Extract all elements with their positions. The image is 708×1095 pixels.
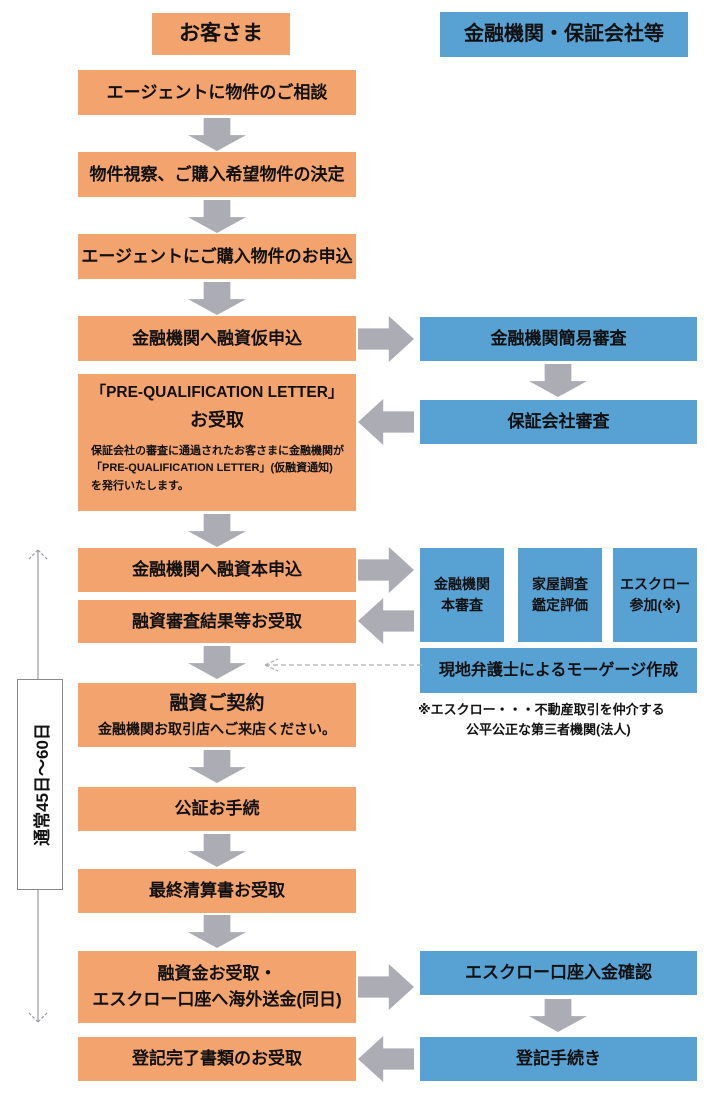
down-arrow-icon xyxy=(529,364,587,397)
escrow-footnote: ※エスクロー・・・不動産取引を仲介する 公平公正な第三者機関(法人) xyxy=(418,700,665,739)
right-arrow-icon xyxy=(358,316,414,362)
prequal-desc-line3: を発行いたします。 xyxy=(91,480,189,493)
registration-procedure-box: 登記手続き xyxy=(420,1037,697,1081)
step-label-line2: 参加(※) xyxy=(629,597,681,613)
down-arrow-icon xyxy=(188,118,246,151)
step-label-line1: 金融機関 xyxy=(434,576,490,592)
footnote-line2: 公平公正な第三者機関(法人) xyxy=(466,721,631,737)
full-screening-box: 金融機関 本審査 xyxy=(420,548,504,642)
step-label: 物件視察、ご購入希望物件の決定 xyxy=(89,164,345,184)
right-arrow-icon xyxy=(358,964,414,1010)
down-arrow-icon xyxy=(188,915,246,948)
step-agent-consult-box: エージェントに物件のご相談 xyxy=(78,70,356,115)
step-formal-loan-application-box: 金融機関へ融資本申込 xyxy=(78,548,356,592)
step-label-line2: 鑑定評価 xyxy=(532,597,588,613)
institution-column-header: 金融機関・保証会社等 xyxy=(440,12,688,57)
prequal-title-line2: お受取 xyxy=(190,410,244,431)
step-notarization-box: 公証お手続 xyxy=(78,787,356,831)
footnote-line1: ※エスクロー・・・不動産取引を仲介する xyxy=(418,702,665,717)
down-arrow-icon xyxy=(529,999,587,1032)
left-arrow-icon xyxy=(358,1036,414,1082)
contract-title: 融資ご契約 xyxy=(169,692,265,714)
step-screening-result-box: 融資審査結果等お受取 xyxy=(78,600,356,643)
step-purchase-application-box: エージェントにご購入物件のお申込 xyxy=(78,234,356,279)
prequal-description: 保証会社の審査に通過されたお客さまに金融機関が 「PRE-QUALIFICATI… xyxy=(91,443,344,496)
step-label-line1: 家屋調査 xyxy=(532,576,588,592)
step-label: 登記手続き xyxy=(516,1049,601,1069)
step-label: 公証お手続 xyxy=(174,799,260,819)
step-registration-documents-box: 登記完了書類のお受取 xyxy=(78,1037,356,1081)
step-label: 保証会社審査 xyxy=(507,412,610,432)
step-label: 登記完了書類のお受取 xyxy=(132,1049,302,1069)
step-label: エージェントに物件のご相談 xyxy=(106,82,328,102)
simple-screening-box: 金融機関簡易審査 xyxy=(420,317,697,361)
step-label-line2: 本審査 xyxy=(441,597,483,613)
step-label-line1: エスクロー xyxy=(620,576,690,592)
customer-column-header: お客さま xyxy=(152,13,290,55)
down-arrow-icon xyxy=(188,750,246,783)
mortgage-creation-box: 現地弁護士によるモーゲージ作成 xyxy=(420,648,697,693)
step-loan-contract-box: 融資ご契約 金融機関お取引店へご来店ください。 xyxy=(78,683,356,747)
contract-subtext: 金融機関お取引店へご来店ください。 xyxy=(98,720,336,737)
duration-label: 通常45日〜60日 xyxy=(32,723,52,846)
step-label: エージェントにご購入物件のお申込 xyxy=(81,246,353,266)
step-label: エスクロー口座入金確認 xyxy=(465,963,652,983)
prequal-desc-line1: 保証会社の審査に通過されたお客さまに金融機関が xyxy=(91,444,344,457)
customer-header-label: お客さま xyxy=(179,21,263,45)
step-loan-receipt-remittance-box: 融資金お受取・ エスクロー口座へ海外送金(同日) xyxy=(78,951,356,1023)
dashed-left-arrow-icon xyxy=(264,658,422,672)
step-label: 現地弁護士によるモーゲージ作成 xyxy=(438,661,679,679)
step-label: 金融機関へ融資本申込 xyxy=(132,560,302,580)
guarantor-screening-box: 保証会社審査 xyxy=(420,400,697,444)
step-prequalification-letter-box: 「PRE-QUALIFICATION LETTER」 お受取 保証会社の審査に通… xyxy=(78,374,356,511)
step-label: 金融機関簡易審査 xyxy=(490,329,627,349)
institution-header-label: 金融機関・保証会社等 xyxy=(464,23,664,45)
escrow-participation-box: エスクロー 参加(※) xyxy=(613,548,697,642)
remittance-line1: 融資金お受取・ xyxy=(157,963,277,983)
down-arrow-icon xyxy=(188,514,246,547)
down-arrow-icon xyxy=(188,282,246,315)
step-label: 最終清算書お受取 xyxy=(149,881,285,901)
remittance-line2: エスクロー口座へ海外送金(同日) xyxy=(92,990,342,1009)
step-final-settlement-box: 最終清算書お受取 xyxy=(78,869,356,913)
step-provisional-loan-application-box: 金融機関へ融資仮申込 xyxy=(78,316,356,361)
down-arrow-icon xyxy=(188,834,246,867)
down-arrow-icon xyxy=(188,200,246,233)
left-arrow-icon xyxy=(358,598,414,644)
down-arrow-icon xyxy=(188,646,246,679)
escrow-deposit-confirmation-box: エスクロー口座入金確認 xyxy=(420,951,697,995)
house-appraisal-box: 家屋調査 鑑定評価 xyxy=(518,548,602,642)
step-property-viewing-box: 物件視察、ご購入希望物件の決定 xyxy=(78,152,356,197)
prequal-title-line1: 「PRE-QUALIFICATION LETTER」 xyxy=(90,384,344,401)
right-arrow-icon xyxy=(358,547,414,593)
duration-label-box: 通常45日〜60日 xyxy=(17,679,63,890)
step-label: 融資審査結果等お受取 xyxy=(132,611,302,631)
prequal-desc-line2: 「PRE-QUALIFICATION LETTER」(仮融資通知) xyxy=(91,462,333,475)
step-label: 金融機関へ融資仮申込 xyxy=(132,328,302,348)
left-arrow-icon xyxy=(358,399,414,445)
